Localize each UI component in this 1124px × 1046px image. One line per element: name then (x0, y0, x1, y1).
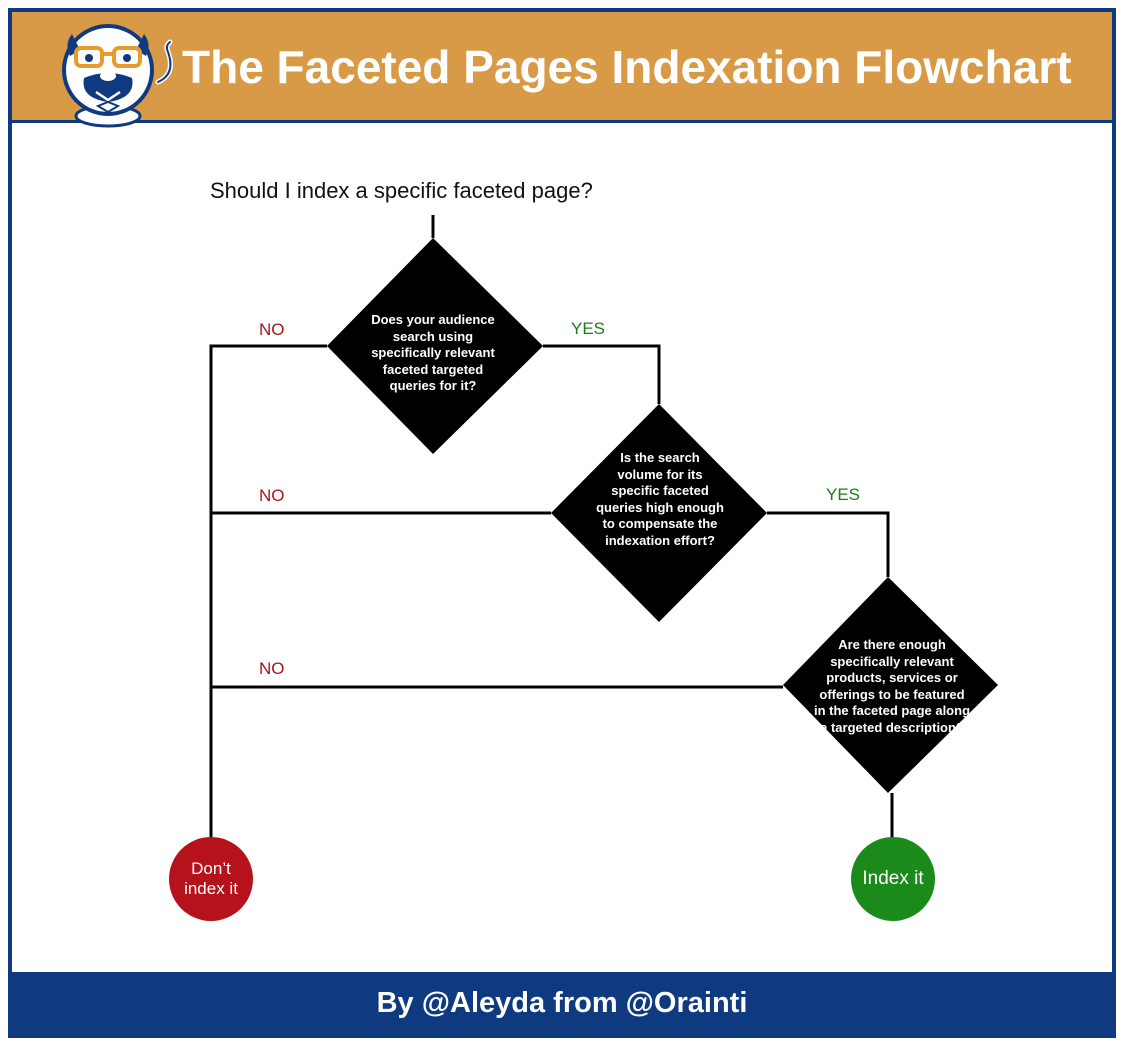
no-label-2: NO (259, 486, 285, 505)
decision-1-text: Does your audience search using specific… (371, 312, 495, 393)
decision-diamond-1 (327, 238, 543, 454)
flow-question: Should I index a specific faceted page? (210, 178, 593, 203)
connector-yes-1 (543, 344, 661, 404)
bulldog-mascot-logo (62, 24, 173, 128)
header-banner: The Faceted Pages Indexation Flowchart (12, 12, 1112, 128)
decision-2-text: Is the search volume for its specific fa… (596, 450, 724, 548)
outcome-dont-index-circle (169, 837, 253, 921)
outcome-index-label: Index it (862, 868, 924, 889)
no-label-1: NO (259, 320, 285, 339)
yes-label-2: YES (826, 485, 861, 504)
decision-3-text: Are there enough specifically relevant p… (813, 637, 971, 735)
connector-yes-2 (767, 511, 890, 577)
connector-no-main (209, 344, 327, 838)
footer-credit: By @Aleyda from @Orainti (12, 972, 1112, 1034)
decision-diamond-3 (783, 577, 998, 793)
no-label-3: NO (259, 659, 285, 678)
outcome-index-circle (851, 837, 935, 921)
page-title: The Faceted Pages Indexation Flowchart (182, 41, 1072, 93)
yes-label-1: YES (571, 319, 606, 338)
outcome-dont-index-label: Don’t index it (184, 859, 238, 898)
decision-diamond-2 (551, 404, 767, 622)
